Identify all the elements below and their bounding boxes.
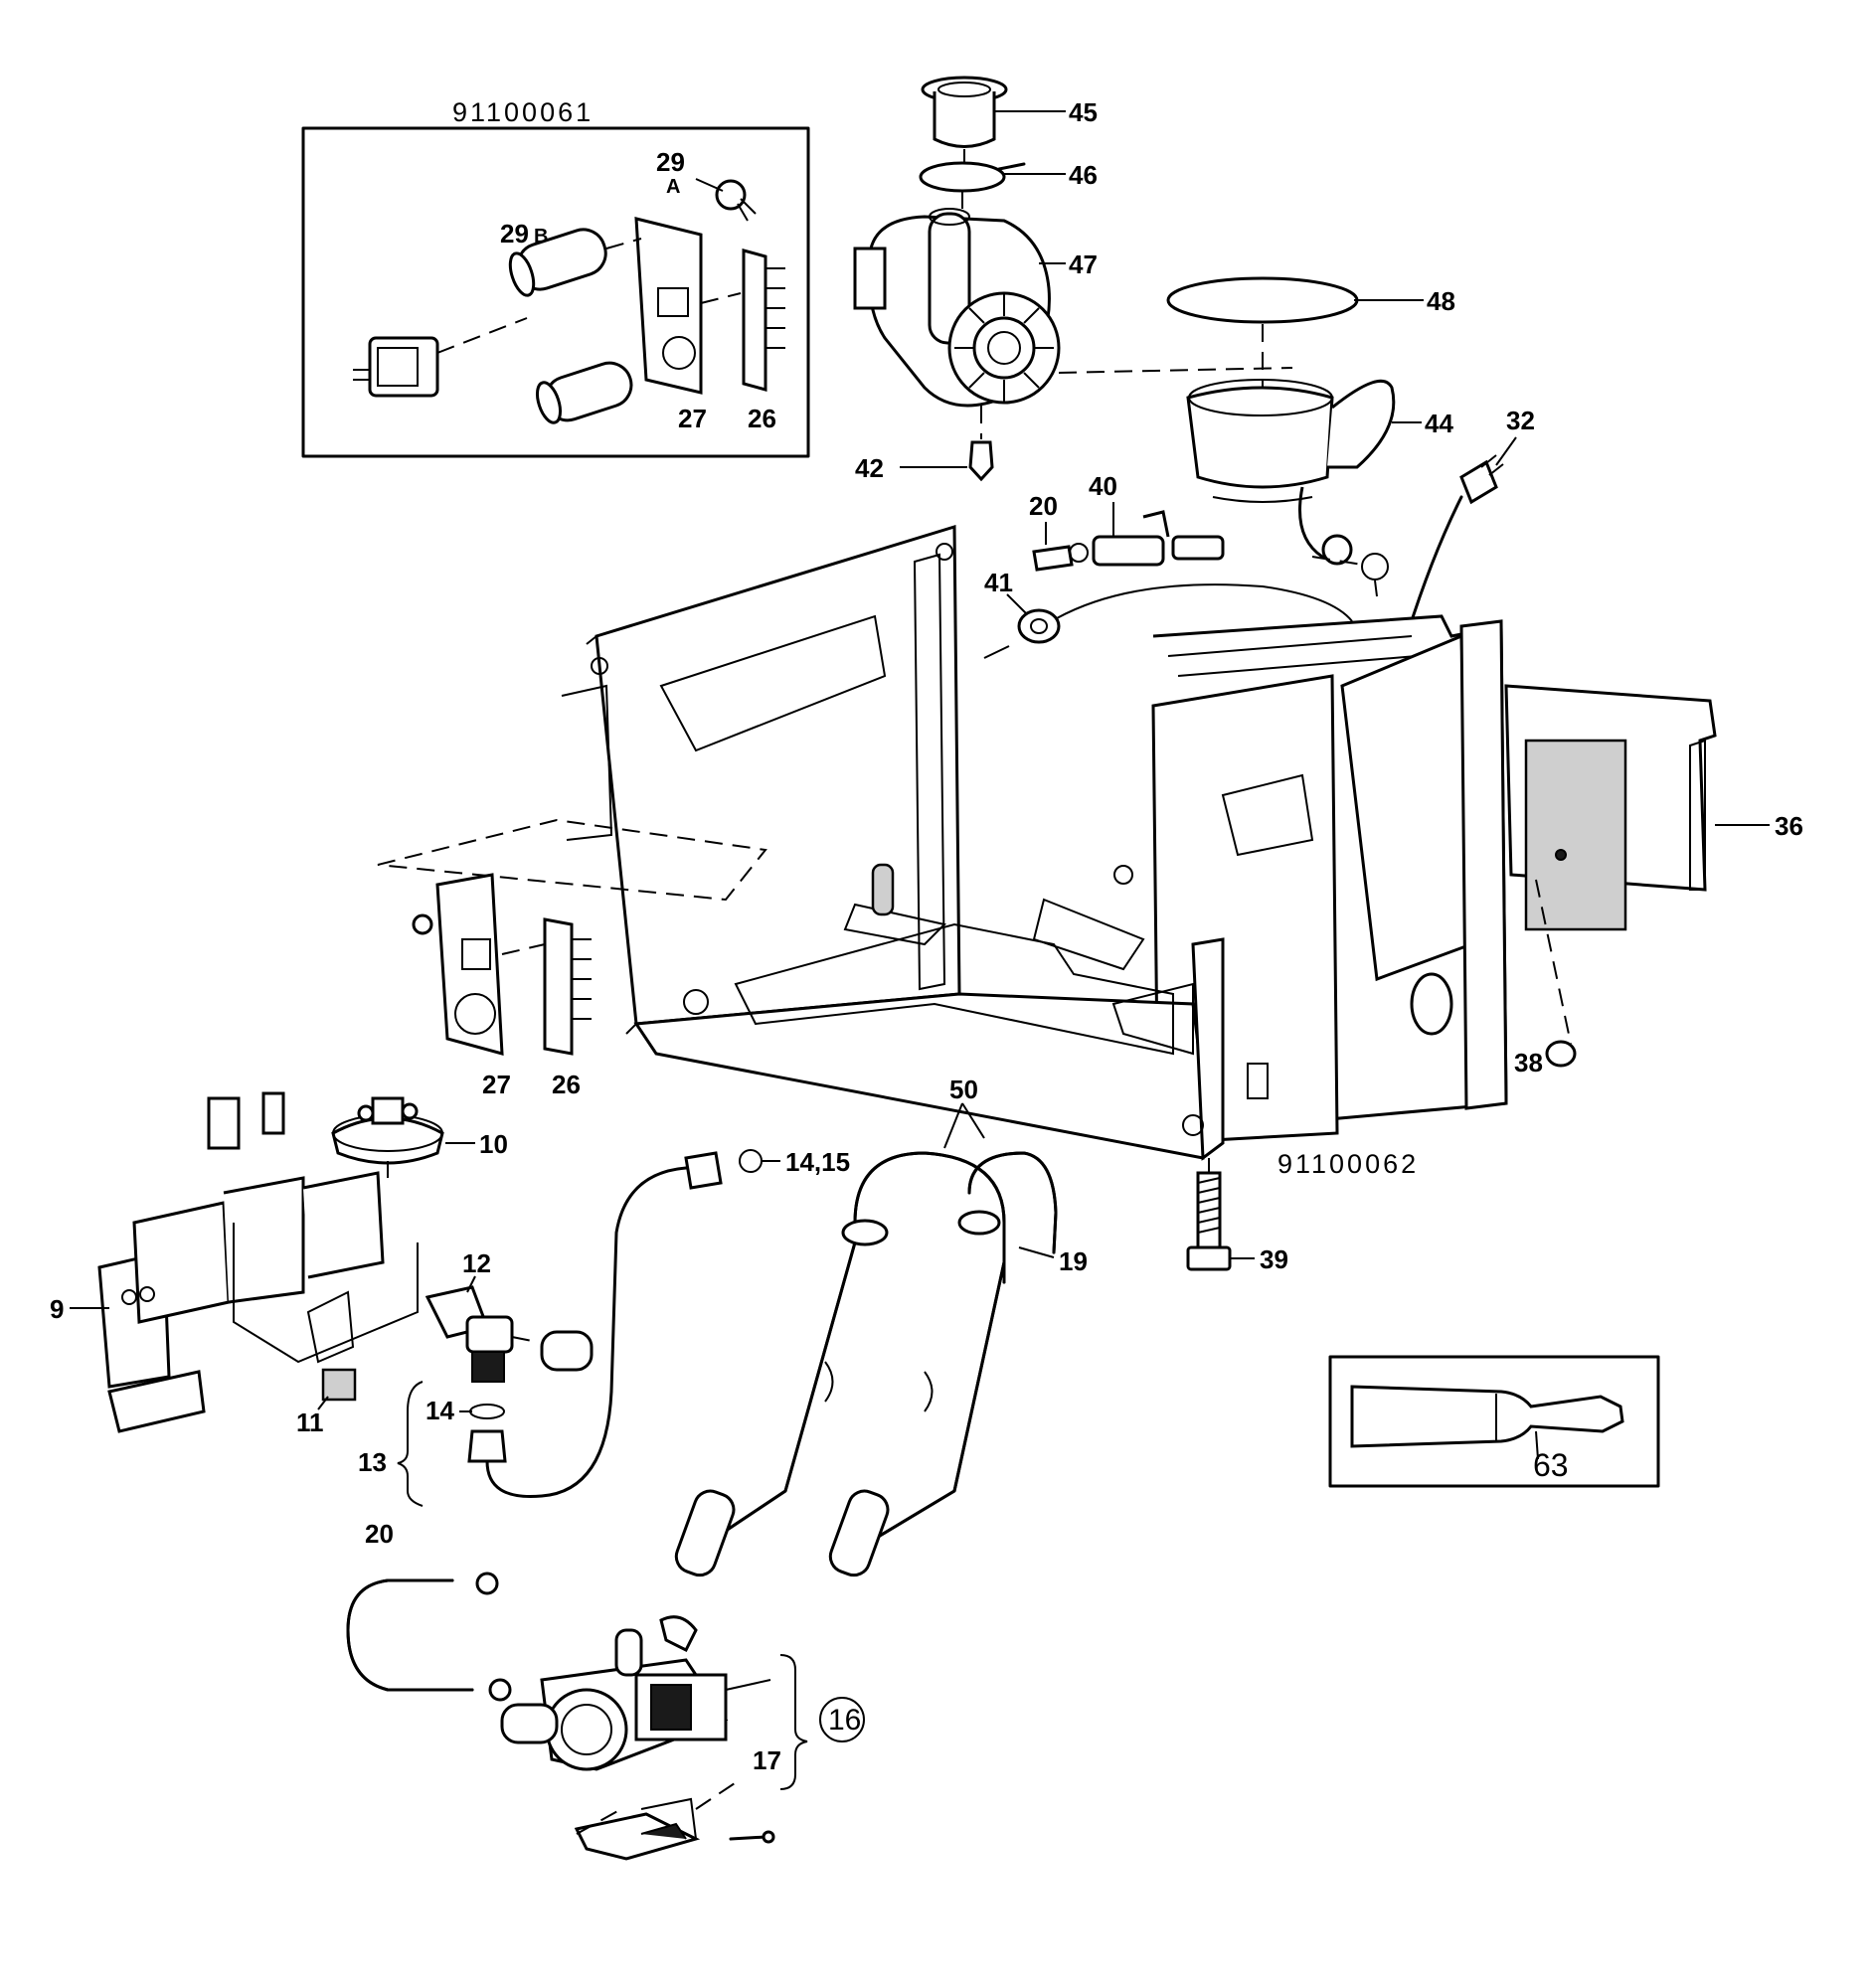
plug-cap-38 <box>1545 1040 1577 1068</box>
hose-20-top <box>1032 545 1074 572</box>
relay-part <box>353 336 439 398</box>
label-29b-suffix: B <box>534 226 548 248</box>
sealing-ring-48 <box>1166 276 1359 324</box>
callout-45: 45 <box>1069 97 1098 127</box>
callout-36: 36 <box>1775 811 1803 841</box>
inset-code-label: 91100061 <box>452 97 594 127</box>
hose-13 <box>467 1149 763 1499</box>
callout-42: 42 <box>855 453 884 483</box>
callout-40: 40 <box>1089 471 1117 501</box>
label-29-a: A <box>666 176 680 198</box>
pressure-switch-10 <box>331 1096 444 1178</box>
callout-32: 32 <box>1506 406 1535 435</box>
callout-13: 13 <box>358 1447 387 1477</box>
callout-46: 46 <box>1069 160 1098 190</box>
foot-screw-39 <box>1186 1171 1232 1271</box>
part-29a <box>715 179 757 222</box>
pump-bracket-17 <box>574 1778 775 1861</box>
frame-code-label: 91100062 <box>1277 1149 1419 1179</box>
valve-12 <box>425 1285 594 1383</box>
capacitor-29b <box>508 228 607 297</box>
mounting-plate-27 <box>634 217 703 395</box>
clip-part <box>1361 553 1389 597</box>
base-frame-91100062 <box>561 524 1717 1161</box>
hose-clamp-46 <box>919 161 1026 193</box>
callout-20-top: 20 <box>1029 491 1058 521</box>
impeller-nut-42 <box>968 440 994 482</box>
callout-labels: 45 46 47 48 44 32 42 20 40 41 36 38 27 2… <box>50 97 1803 1775</box>
callout-39: 39 <box>1260 1244 1288 1274</box>
callout-44: 44 <box>1425 409 1453 438</box>
circulation-pump-47 <box>853 208 1061 408</box>
callout-27: 27 <box>482 1070 511 1099</box>
callout-20-lower: 20 <box>365 1519 394 1549</box>
callout-38: 38 <box>1514 1048 1543 1077</box>
callout-41: 41 <box>984 568 1013 597</box>
inset-box-91100061: 91100061 <box>301 97 810 458</box>
sleeve-45 <box>921 76 1008 148</box>
callout-10: 10 <box>479 1129 508 1159</box>
mounting-plate-27 <box>412 873 504 1056</box>
callout-14-15: 14,15 <box>785 1147 850 1177</box>
brace-16-17 <box>779 1654 808 1790</box>
callout-9: 9 <box>50 1294 64 1324</box>
inlet-valve-40 <box>1069 510 1225 567</box>
label-63: 63 <box>1533 1447 1569 1483</box>
callout-48: 48 <box>1427 286 1455 316</box>
callout-14: 14 <box>425 1396 454 1425</box>
callout-17: 17 <box>753 1745 781 1775</box>
mains-cable-32 <box>1405 454 1504 638</box>
label-26-inset: 26 <box>748 404 776 433</box>
callout-50: 50 <box>949 1075 978 1104</box>
dashed-outline-plate <box>377 818 767 902</box>
terminal-strip-26-inset <box>742 248 785 392</box>
label-29b: 29 <box>500 219 529 248</box>
label-27-inset: 27 <box>678 404 707 433</box>
callout-11: 11 <box>296 1408 324 1437</box>
drain-hose-19 <box>674 1151 1058 1577</box>
drain-pump-16 <box>500 1615 771 1771</box>
callout-19: 19 <box>1059 1246 1088 1276</box>
callout-leaders <box>70 110 1770 1460</box>
callout-26: 26 <box>552 1070 581 1099</box>
hose-20-lower <box>346 1572 512 1702</box>
brace-13 <box>397 1381 424 1507</box>
circle-16 <box>819 1697 865 1742</box>
grommet-41 <box>983 583 1353 659</box>
label-29: 29 <box>656 147 685 177</box>
capacitor-lower <box>535 361 633 424</box>
switch-bracket-9 <box>97 1091 419 1433</box>
callout-47: 47 <box>1069 249 1098 279</box>
terminal-strip-26 <box>543 917 592 1056</box>
tool-inset-63: 63 <box>1328 1355 1660 1488</box>
sump-44 <box>1186 379 1396 566</box>
callout-12: 12 <box>462 1248 491 1278</box>
callout-16: 16 <box>828 1704 861 1737</box>
connector-11 <box>321 1368 357 1402</box>
